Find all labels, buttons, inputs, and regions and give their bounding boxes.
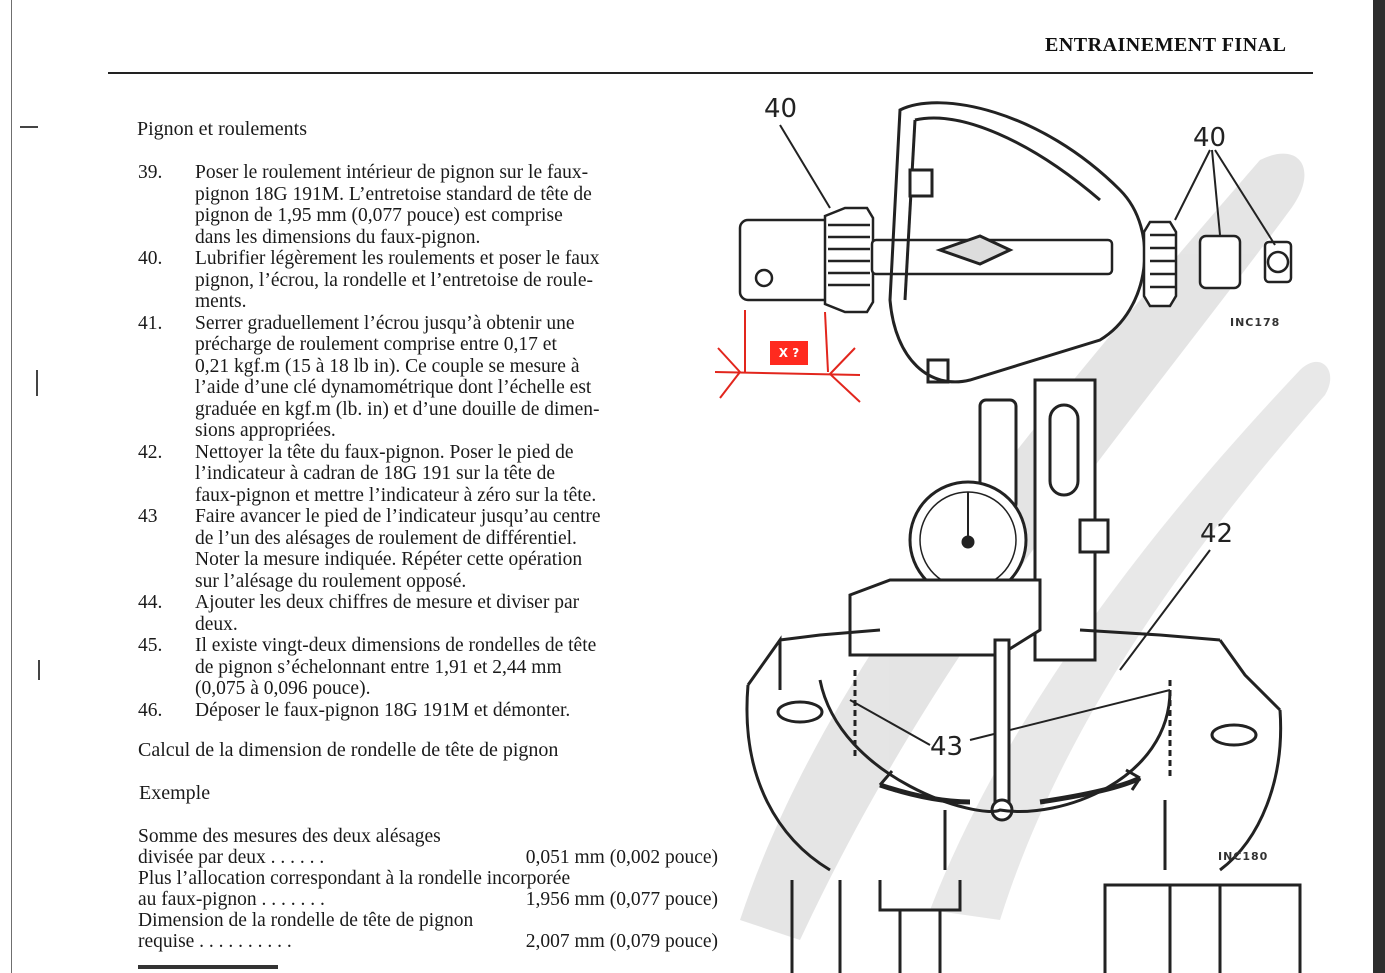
step-line: Serrer graduellement l’écrou jusqu’à obt…: [195, 312, 575, 334]
callout-40-left: 40: [764, 94, 798, 124]
bearing-spacer-nut: [1142, 220, 1293, 308]
step-line: graduée en kgf.m (lb. in) et d’une douil…: [195, 398, 600, 420]
procedure-step: 45. Il existe vingt-deux dimensions de ro…: [138, 635, 718, 700]
step-line: de pignon s’échelonnant entre 1,91 et 2,…: [195, 656, 562, 678]
procedure-step: 40. Lubrifier légèrement les roulements e…: [138, 248, 718, 313]
step-line: Faire avancer le pied de l’indicateur ju…: [195, 506, 601, 527]
figure-code-top: INC178: [1230, 316, 1281, 329]
step-line: 0,21 kgf.m (15 à 18 lb in). Ce couple se…: [195, 355, 580, 377]
step-text: Nettoyer la tête du faux-pignon. Poser l…: [195, 442, 718, 507]
calc-label: au faux-pignon . . . . . . .: [138, 889, 325, 910]
calc-label: requise . . . . . . . . . .: [138, 931, 292, 952]
step-line: pignon 18G 191M. L’entretoise standard d…: [195, 183, 592, 205]
scan-mark: [36, 370, 38, 396]
callout-42: 42: [1200, 519, 1234, 549]
step-line: faux-pignon et mettre l’indicateur à zér…: [195, 484, 597, 506]
procedure-step: 46. Déposer le faux-pignon 18G 191M et dé…: [138, 700, 718, 722]
step-line: pignon de 1,95 mm (0,077 pouce) est comp…: [195, 205, 563, 226]
step-text: Déposer le faux-pignon 18G 191M et démon…: [195, 700, 718, 722]
step-text: Il existe vingt-deux dimensions de ronde…: [195, 635, 718, 700]
calc-label: Plus l’allocation correspondant à la ron…: [138, 868, 571, 889]
next-heading-stub: [138, 965, 278, 969]
step-number: 43: [138, 506, 158, 527]
technical-illustration: [714, 101, 1331, 973]
calc-row: au faux-pignon . . . . . . . 1,956 mm (0,…: [138, 889, 718, 910]
calc-value: 0,051 mm (0,002 pouce): [525, 847, 718, 868]
callout-40-right: 40: [1193, 123, 1227, 153]
leader-lines: [779, 124, 1276, 746]
step-number: 39.: [138, 162, 163, 183]
step-line: Déposer le faux-pignon 18G 191M et démon…: [195, 699, 571, 721]
differential-casing: [745, 628, 1283, 872]
step-text: Poser le roulement intérieur de pignon s…: [195, 162, 718, 248]
step-line: dans les dimensions du faux-pignon.: [195, 226, 481, 248]
step-line: (0,075 à 0,096 pouce).: [195, 678, 371, 699]
calc-heading: Calcul de la dimension de rondelle de tê…: [138, 739, 559, 761]
procedure-step: 39. Poser le roulement intérieur de pigno…: [138, 162, 718, 248]
step-line: Ajouter les deux chiffres de mesure et d…: [195, 592, 580, 613]
scan-left-edge: [0, 0, 12, 973]
step-text: Faire avancer le pied de l’indicateur ju…: [195, 506, 718, 592]
dial-indicator: [848, 378, 1110, 822]
header-rule: [108, 72, 1313, 74]
calc-value: 2,007 mm (0,079 pouce): [525, 931, 718, 952]
step-line: précharge de roulement comprise entre 0,…: [195, 334, 557, 355]
step-text: Serrer graduellement l’écrou jusqu’à obt…: [195, 313, 718, 442]
step-text: Ajouter les deux chiffres de mesure et d…: [195, 592, 718, 635]
step-number: 46.: [138, 699, 163, 721]
step-number: 45.: [138, 635, 163, 656]
procedure-step: 43 Faire avancer le pied de l’indicateur …: [138, 506, 718, 592]
procedure-step: 41. Serrer graduellement l’écrou jusqu’à …: [138, 313, 718, 442]
scan-mark: [20, 126, 38, 128]
red-annotation-marks: [714, 310, 861, 403]
calc-label: Dimension de la rondelle de tête de pign…: [138, 910, 474, 931]
step-line: l’aide d’une clé dynamométrique dont l’é…: [195, 377, 592, 398]
calc-row: requise . . . . . . . . . . 2,007 mm (0,0…: [138, 931, 718, 952]
calc-row: divisée par deux . . . . . . 0,051 mm (0,…: [138, 847, 718, 868]
procedure-step: 44. Ajouter les deux chiffres de mesure e…: [138, 592, 718, 635]
step-line: Lubrifier légèrement les roulements et p…: [195, 248, 600, 269]
scan-mark: [38, 660, 40, 680]
step-line: sions appropriées.: [195, 420, 336, 441]
calc-row: Plus l’allocation correspondant à la ron…: [138, 868, 718, 889]
calc-label: divisée par deux . . . . . .: [138, 847, 325, 868]
step-line: Il existe vingt-deux dimensions de ronde…: [195, 635, 597, 656]
step-number: 40.: [138, 248, 163, 269]
example-label: Exemple: [139, 782, 211, 804]
calc-label: Somme des mesures des deux alésages: [138, 826, 441, 847]
step-line: Nettoyer la tête du faux-pignon. Poser l…: [195, 441, 574, 463]
step-number: 44.: [138, 592, 163, 613]
step-line: deux.: [195, 613, 238, 635]
procedure-step: 42. Nettoyer la tête du faux-pignon. Pose…: [138, 442, 718, 507]
step-number: 41.: [138, 312, 163, 334]
calc-value: 1,956 mm (0,077 pouce): [525, 889, 718, 910]
scan-right-edge: [1373, 0, 1385, 973]
step-line: pignon, l’écrou, la rondelle et l’entret…: [195, 269, 593, 291]
calc-row: Dimension de la rondelle de tête de pign…: [138, 910, 718, 931]
section-heading: Pignon et roulements: [137, 118, 307, 140]
figure-code-bottom: INC180: [1218, 850, 1269, 863]
lower-figures: [790, 880, 1302, 973]
page-header-title: ENTRAINEMENT FINAL: [1045, 34, 1287, 56]
calc-row: Somme des mesures des deux alésages: [138, 826, 718, 847]
callout-43: 43: [930, 732, 964, 762]
step-number: 42.: [138, 441, 163, 463]
step-line: ments.: [195, 291, 247, 312]
step-line: de l’un des alésages de roulement de dif…: [195, 527, 577, 549]
step-line: Poser le roulement intérieur de pignon s…: [195, 162, 589, 183]
step-line: l’indicateur à cadran de 18G 191 sur la …: [195, 463, 556, 484]
step-line: Noter la mesure indiquée. Répéter cette …: [195, 549, 583, 570]
step-line: sur l’alésage du roulement opposé.: [195, 570, 467, 592]
procedure-steps: 39. Poser le roulement intérieur de pigno…: [138, 162, 718, 721]
dummy-pinion: [738, 206, 1114, 314]
red-annotation-tag: X ?: [770, 341, 808, 365]
step-text: Lubrifier légèrement les roulements et p…: [195, 248, 718, 313]
